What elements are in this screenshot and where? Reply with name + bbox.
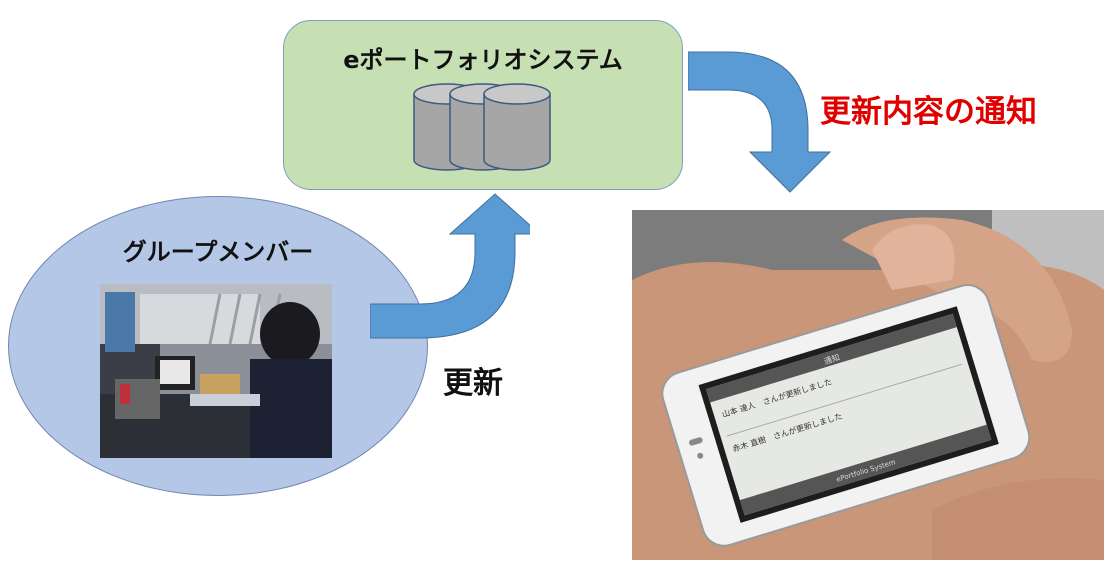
phone-screen-header: 通知: [823, 352, 841, 366]
phone-in-hand-photo: 通知 山本 達人 さんが更新しました 赤木 直樹 さんが更新しました ePort…: [632, 210, 1104, 560]
notify-label: 更新内容の通知: [820, 94, 1037, 130]
database-icon: [413, 83, 551, 171]
group-title: グループメンバー: [122, 238, 314, 266]
system-title: eポートフォリオシステム: [343, 46, 623, 74]
database-cylinder-3: [483, 83, 551, 171]
notify-arrow-icon: [688, 51, 832, 193]
person-at-laptop-photo: [100, 284, 332, 458]
update-label: 更新: [443, 366, 503, 401]
update-arrow-icon: [370, 193, 530, 339]
